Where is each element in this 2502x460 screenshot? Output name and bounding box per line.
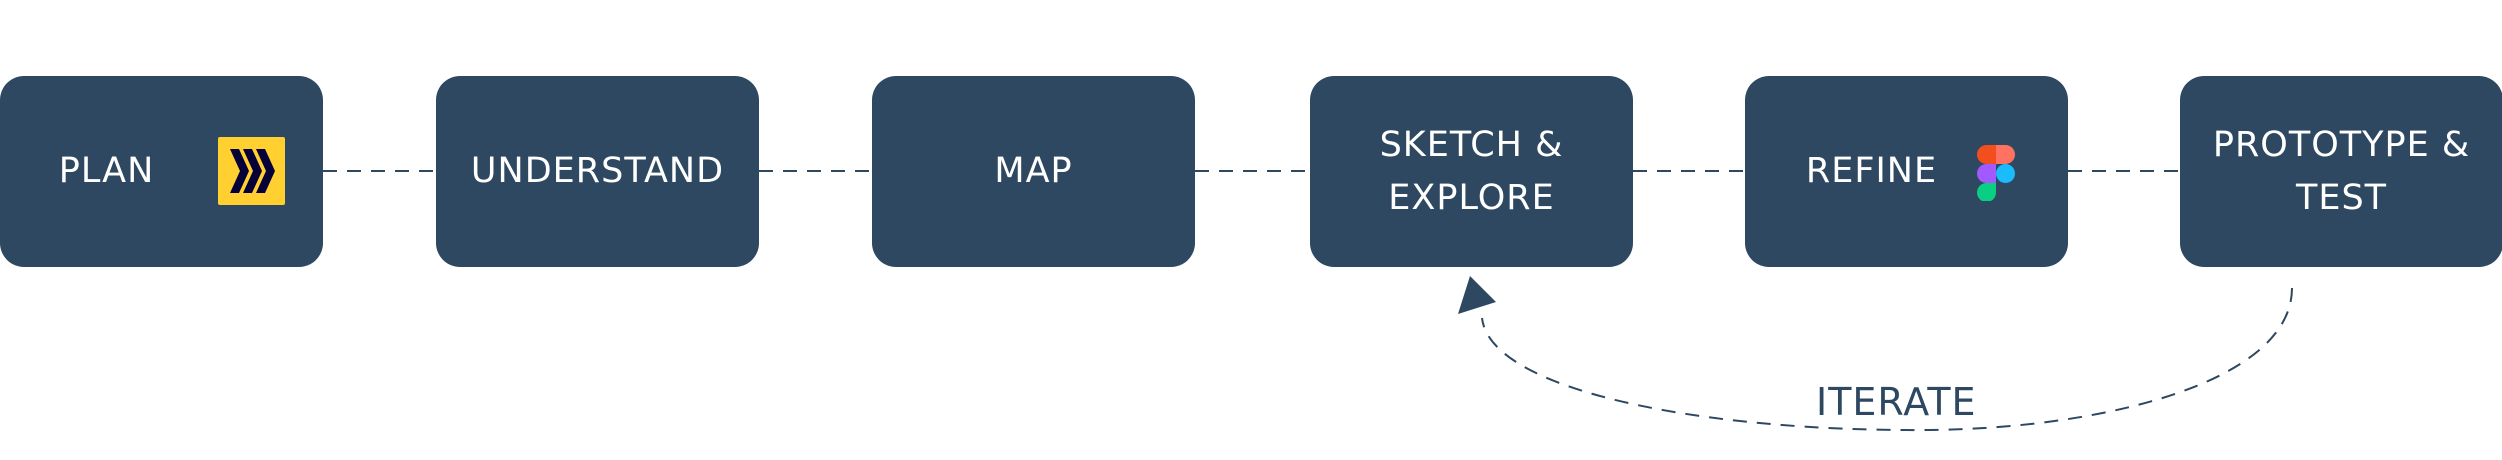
step-label-refine: REFINE bbox=[1805, 151, 1938, 191]
step-label-prototype-test: PROTOTYPE & TEST bbox=[2212, 124, 2471, 218]
step-label-map: MAP bbox=[994, 151, 1073, 191]
step-label-plan: PLAN bbox=[58, 151, 155, 191]
step-understand: UNDERSTAND bbox=[436, 76, 759, 267]
iterate-arrowhead-icon bbox=[1458, 276, 1496, 314]
step-prototype-test: PROTOTYPE & TEST bbox=[2180, 76, 2502, 267]
figma-logo-icon bbox=[1977, 145, 2015, 201]
step-refine: REFINE bbox=[1745, 76, 2068, 267]
miro-logo-icon bbox=[218, 137, 285, 205]
iterate-label: ITERATE bbox=[1812, 378, 1981, 426]
step-map: MAP bbox=[872, 76, 1195, 267]
step-label-sketch-explore: SKETCH & EXPLORE bbox=[1379, 124, 1564, 218]
step-plan: PLAN bbox=[0, 76, 323, 267]
step-label-understand: UNDERSTAND bbox=[470, 151, 725, 191]
step-sketch-explore: SKETCH & EXPLORE bbox=[1310, 76, 1633, 267]
